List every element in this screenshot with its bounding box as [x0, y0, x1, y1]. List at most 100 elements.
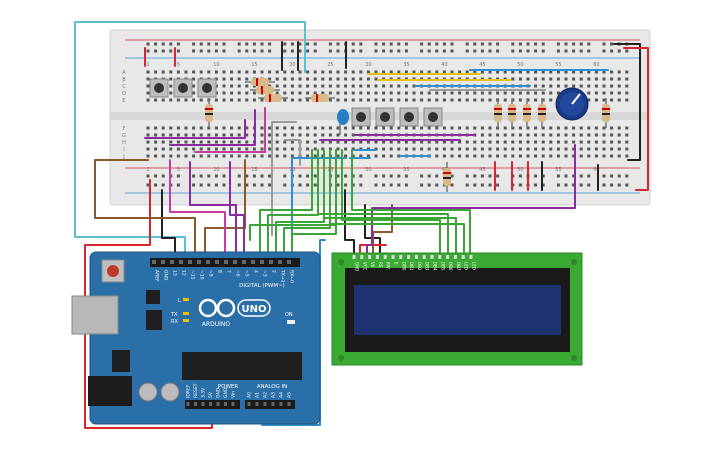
power-pin[interactable] [231, 402, 235, 406]
resistor[interactable] [523, 98, 531, 128]
pushbutton[interactable] [423, 107, 443, 127]
wire[interactable] [169, 109, 256, 146]
digital-pin[interactable] [197, 260, 201, 264]
wire[interactable] [372, 204, 393, 256]
power-pin[interactable] [201, 402, 205, 406]
wire[interactable] [341, 149, 441, 256]
digital-pin[interactable] [233, 260, 237, 264]
analog-pin[interactable] [255, 402, 259, 406]
lcd-pin[interactable] [383, 255, 387, 259]
digital-pin[interactable] [215, 260, 219, 264]
lcd-pin[interactable] [422, 255, 426, 259]
digital-pin[interactable] [251, 260, 255, 264]
lcd-pin[interactable] [360, 255, 364, 259]
pushbutton[interactable] [197, 78, 217, 98]
potentiometer[interactable] [555, 87, 589, 121]
digital-pin-label: ~5 [244, 270, 250, 277]
digital-pin[interactable] [206, 260, 210, 264]
wire[interactable] [366, 144, 576, 256]
pushbutton[interactable] [399, 107, 419, 127]
capacitor[interactable] [337, 109, 349, 135]
led-label-rx: RX [171, 319, 178, 325]
resistor[interactable] [305, 94, 335, 102]
lcd-pin[interactable] [469, 255, 473, 259]
digital-pin[interactable] [179, 260, 183, 264]
wire[interactable] [623, 47, 649, 191]
row-letter: H [122, 140, 126, 146]
analog-pin[interactable] [263, 402, 267, 406]
digital-pin[interactable] [260, 260, 264, 264]
column-number: 50 [517, 62, 523, 68]
resistor[interactable] [508, 98, 516, 128]
pushbutton[interactable] [149, 78, 169, 98]
row-letter: F [123, 126, 126, 132]
lcd-pin[interactable] [399, 255, 403, 259]
wire[interactable] [249, 224, 337, 241]
lcd-pin[interactable] [375, 255, 379, 259]
digital-pin[interactable] [242, 260, 246, 264]
resistor[interactable] [443, 162, 451, 192]
lcd-pin[interactable] [352, 255, 356, 259]
wire[interactable] [74, 21, 306, 256]
wire[interactable] [317, 179, 449, 256]
resistor[interactable] [258, 94, 288, 102]
wire[interactable] [323, 184, 457, 256]
power-pin[interactable] [186, 402, 190, 406]
lcd-pin[interactable] [430, 255, 434, 259]
digital-pin[interactable] [224, 260, 228, 264]
power-pin[interactable] [224, 402, 227, 406]
digital-pin-label: 8 [217, 270, 223, 273]
lcd-pin[interactable] [391, 255, 395, 259]
wire[interactable] [329, 189, 465, 256]
lcd-pin[interactable] [461, 255, 465, 259]
analog-pin-label: A0 [247, 392, 253, 398]
pushbutton[interactable] [375, 107, 395, 127]
column-number: 10 [213, 167, 219, 173]
analog-pin[interactable] [287, 402, 291, 406]
power-pin[interactable] [194, 402, 197, 406]
wire[interactable] [169, 159, 226, 257]
lcd-pin[interactable] [453, 255, 457, 259]
wire[interactable] [613, 43, 641, 161]
wire[interactable] [144, 119, 246, 139]
usb-port[interactable] [71, 295, 119, 335]
wire[interactable] [359, 244, 387, 256]
lcd-pin[interactable] [368, 255, 372, 259]
resistor[interactable] [494, 98, 502, 128]
analog-pin[interactable] [247, 402, 251, 406]
pushbutton[interactable] [351, 107, 371, 127]
resistor[interactable] [205, 98, 213, 128]
resistor[interactable] [602, 98, 610, 128]
digital-pin[interactable] [269, 260, 273, 264]
power-pin[interactable] [209, 402, 212, 406]
lcd-pin[interactable] [446, 255, 450, 259]
resistor[interactable] [245, 78, 275, 86]
wire[interactable] [291, 157, 347, 426]
resistor[interactable] [538, 98, 546, 128]
digital-pin[interactable] [278, 260, 282, 264]
wire[interactable] [351, 149, 471, 256]
digital-pin[interactable] [161, 260, 165, 264]
resistor[interactable] [250, 86, 280, 94]
power-jack[interactable] [88, 376, 132, 406]
lcd-pin[interactable] [438, 255, 442, 259]
digital-pin[interactable] [287, 260, 291, 264]
wire[interactable] [194, 107, 266, 153]
wire[interactable] [259, 149, 313, 257]
lcd-pin[interactable] [407, 255, 411, 259]
wire[interactable] [284, 139, 301, 166]
digital-pin[interactable] [170, 260, 174, 264]
wire[interactable] [189, 161, 237, 257]
power-pin[interactable] [216, 402, 220, 406]
wire[interactable] [271, 121, 297, 236]
digital-pin[interactable] [152, 260, 156, 264]
wire[interactable] [161, 189, 176, 257]
pushbutton[interactable] [173, 78, 193, 98]
wire[interactable] [94, 159, 196, 257]
wire[interactable] [229, 161, 245, 257]
analog-pin[interactable] [279, 402, 283, 406]
analog-pin[interactable] [271, 402, 275, 406]
lcd-pin[interactable] [414, 255, 418, 259]
digital-pin[interactable] [188, 260, 192, 264]
